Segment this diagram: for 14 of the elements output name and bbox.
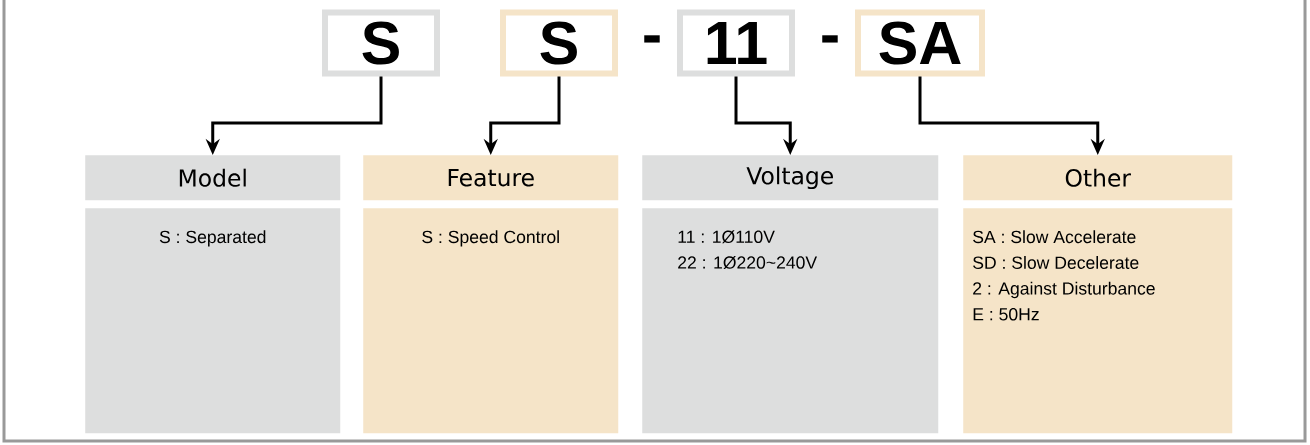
category-header: Other [963,155,1233,201]
description-panel: 11 : 1Ø110V 22 : 1Ø220~240V [642,208,939,434]
category-header: Voltage [642,155,939,201]
category-header: Model [85,155,341,201]
code-box: S [500,9,618,77]
separator-dash: - [822,35,838,43]
description-panel: S : Separated [85,208,341,434]
description-panel: SA : Slow Accelerate SD : Slow Decelerate 2 : Against Disturbance E : 50Hz [963,208,1233,434]
code-box: 11 [677,9,795,77]
code-box: SA [855,9,985,77]
code-box: S [322,9,440,77]
description-panel: S : Speed Control [363,208,619,434]
category-header: Feature [363,155,619,201]
separator-dash: - [644,35,660,43]
